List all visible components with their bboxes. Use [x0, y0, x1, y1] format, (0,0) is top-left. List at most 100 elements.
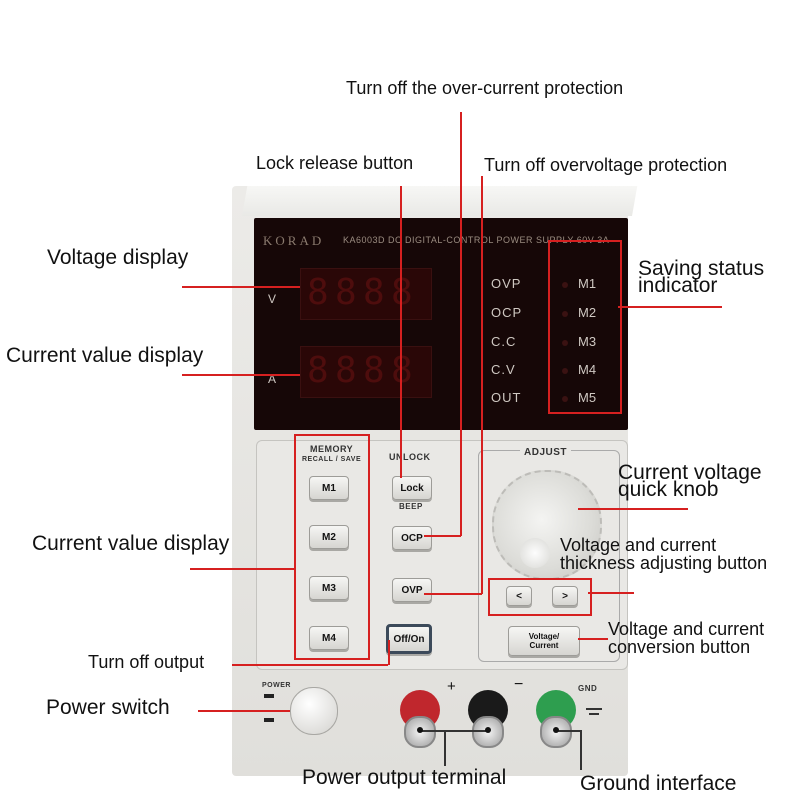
- ground-symbol: [586, 708, 602, 710]
- m1-button[interactable]: M1: [309, 476, 349, 500]
- power-off-symbol: [264, 718, 274, 722]
- knob-grip: [520, 538, 550, 568]
- vc-label-1: Voltage/: [528, 632, 560, 641]
- ground-line-v: [580, 730, 582, 770]
- led-m3: [562, 340, 568, 346]
- terminal-line-v: [444, 730, 446, 766]
- current-display: 8 8 8 8: [300, 346, 432, 398]
- ground-symbol-2: [589, 713, 599, 715]
- adjust-label: ADJUST: [520, 447, 572, 458]
- power-on-symbol: [264, 694, 274, 698]
- output-off-line: [232, 664, 388, 666]
- memory-buttons-line: [190, 568, 294, 570]
- ovp-off-callout: Turn off overvoltage protection: [484, 155, 728, 175]
- lock-release-callout: Lock release button: [256, 153, 414, 173]
- ocp-off-line-h: [424, 535, 461, 537]
- lock-button[interactable]: Lock: [392, 476, 432, 500]
- terminal-dot-neg: [485, 727, 491, 733]
- conversion-line-1: Voltage and current: [608, 619, 765, 639]
- power-supply-top: [242, 186, 638, 216]
- arrow-buttons-highlight: [488, 578, 592, 616]
- gnd-label: GND: [578, 684, 598, 693]
- memory-led-m4: M4: [578, 362, 597, 377]
- m4-button[interactable]: M4: [309, 626, 349, 650]
- led-m5: [562, 396, 568, 402]
- minus-sign: −: [514, 676, 524, 693]
- unit-v: V: [268, 292, 277, 306]
- vc-label-2: Current: [529, 641, 559, 650]
- terminal-dot-pos: [417, 727, 423, 733]
- digit: 8: [335, 350, 357, 391]
- memory-led-m5: M5: [578, 390, 597, 405]
- current-display-callout: Current value display: [6, 344, 204, 367]
- led-m2: [562, 311, 568, 317]
- status-out: OUT: [491, 390, 522, 405]
- ovp-button[interactable]: OVP: [392, 578, 432, 602]
- memory-buttons-highlight: [294, 434, 370, 660]
- cursor-right-button[interactable]: >: [552, 586, 578, 606]
- digit: 8: [307, 350, 329, 391]
- digit: 8: [363, 272, 385, 313]
- voltage-display: 8 8 8 8: [300, 268, 432, 320]
- knob-line: [578, 508, 688, 510]
- voltage-display-line: [182, 286, 300, 288]
- memory-led-m3: M3: [578, 334, 597, 349]
- unit-a: A: [268, 372, 277, 386]
- saving-status-highlight: [548, 240, 622, 414]
- current-display-line: [182, 374, 300, 376]
- adjusting-line-1: Voltage and current: [560, 535, 717, 555]
- memory-led-m2: M2: [578, 305, 597, 320]
- adjusting-callout: Voltage and current thickness adjusting …: [560, 536, 767, 572]
- conversion-line: [578, 638, 608, 640]
- ocp-button[interactable]: OCP: [392, 526, 432, 550]
- status-cv: C.V: [491, 362, 516, 377]
- power-label: POWER: [262, 682, 291, 689]
- output-off-callout: Turn off output: [88, 652, 205, 672]
- led-m4: [562, 368, 568, 374]
- voltage-current-button[interactable]: Voltage/ Current: [508, 626, 580, 656]
- knob-line-2: quick knob: [618, 478, 719, 501]
- status-ocp: OCP: [491, 305, 523, 320]
- led-m1: [562, 282, 568, 288]
- ocp-off-line: [460, 112, 462, 536]
- output-onoff-button[interactable]: Off/On: [386, 624, 432, 654]
- terminal-connector-line: [420, 730, 488, 732]
- m3-button[interactable]: M3: [309, 576, 349, 600]
- unlock-label: UNLOCK: [389, 452, 431, 462]
- memory-label: MEMORY: [310, 444, 354, 454]
- m2-button[interactable]: M2: [309, 525, 349, 549]
- saving-status-line-1: Saving status: [638, 257, 765, 280]
- brand-logo: KORAD: [263, 233, 325, 248]
- model-label: KA6003D DC DIGITAL-CONTROL POWER SUPPLY …: [343, 235, 610, 245]
- recall-save-label: RECALL / SAVE: [302, 456, 362, 463]
- ground-dot: [553, 727, 559, 733]
- adjusting-line-2: thickness adjusting button: [560, 553, 768, 573]
- ovp-off-line: [481, 176, 483, 594]
- digit: 8: [363, 350, 385, 391]
- power-switch[interactable]: [290, 687, 338, 735]
- output-terminal-callout: Power output terminal: [302, 766, 507, 789]
- conversion-line-2: conversion button: [608, 637, 751, 657]
- knob-line-1: Current voltage: [618, 461, 762, 484]
- beep-label: BEEP: [399, 502, 423, 511]
- saving-status-callout: Saving status indicator: [638, 257, 765, 297]
- status-ovp: OVP: [491, 276, 522, 291]
- conversion-callout: Voltage and current conversion button: [608, 620, 764, 656]
- digit: 8: [335, 272, 357, 313]
- memory-buttons-callout: Current value display: [32, 532, 230, 555]
- digit: 8: [391, 350, 413, 391]
- digit: 8: [391, 272, 413, 313]
- power-switch-callout: Power switch: [46, 696, 170, 719]
- voltage-display-callout: Voltage display: [47, 246, 189, 269]
- knob-callout: Current voltage quick knob: [618, 461, 762, 501]
- plus-sign: +: [447, 678, 456, 695]
- ground-callout: Ground interface: [580, 772, 737, 795]
- ground-line-h: [556, 730, 581, 732]
- cursor-left-button[interactable]: <: [506, 586, 532, 606]
- saving-status-line: [618, 306, 722, 308]
- adjusting-line: [588, 592, 634, 594]
- saving-status-line-2: indicator: [638, 274, 718, 297]
- ocp-off-callout: Turn off the over-current protection: [346, 78, 624, 98]
- ovp-off-line-h: [424, 593, 482, 595]
- status-cc: C.C: [491, 334, 517, 349]
